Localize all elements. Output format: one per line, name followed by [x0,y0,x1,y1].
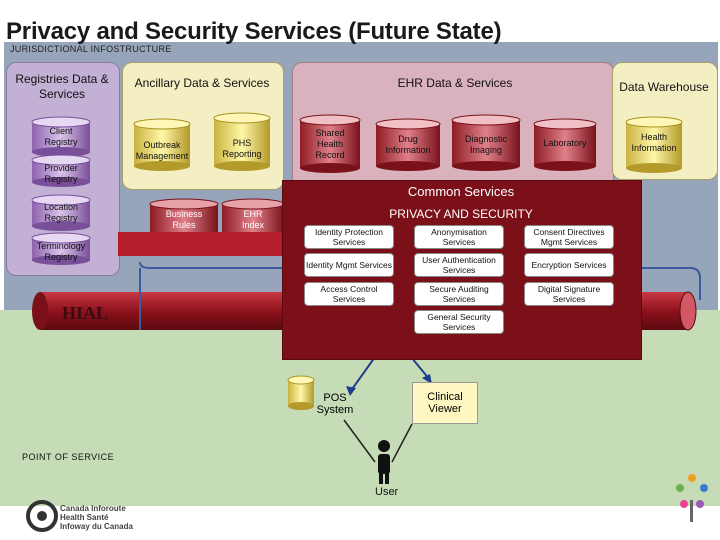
phs-reporting-cylinder [213,112,271,171]
phs-reporting-label: PHS Reporting [222,138,262,159]
page-title: Privacy and Security Services (Future St… [6,18,502,45]
provider-registry-cylinder [31,154,91,187]
pos-system-label: POS System [316,392,354,416]
data-warehouse-header: Data Warehouse [619,80,709,94]
hial-label: HIAL [62,303,109,323]
location-registry-label: Location Registry [43,202,79,223]
infostructure-label: JURISDICTIONAL INFOSTRUCTURE [10,44,172,54]
drug-information-label: Drug Information [385,134,431,155]
business-rules-label: Business Rules [165,209,203,230]
outbreak-management-label: Outbreak Management [135,140,189,161]
logo-line-1: Canada Inforoute [60,504,126,513]
footer [0,506,720,540]
identity-mgmt-services: Identity Mgmt Services [304,253,394,277]
consent-directives-services: Consent Directives Mgmt Services [524,225,614,249]
health-information-cylinder [625,116,683,173]
privacy-security-title: PRIVACY AND SECURITY [389,207,533,221]
ehr-header: EHR Data & Services [397,76,513,90]
location-registry-cylinder [31,194,91,231]
access-control-services: Access Control Services [304,282,394,306]
secure-auditing-services: Secure Auditing Services [414,282,504,306]
identity-protection-services: Identity Protection Services [304,225,394,249]
encryption-services: Encryption Services [524,253,614,277]
outbreak-management-cylinder [133,118,191,171]
maple-leaf-icon [676,474,708,522]
common-services-title: Common Services [407,184,515,199]
user-figure [378,440,390,484]
general-security-services: General Security Services [414,310,504,334]
ehr-index-label: EHR Index [241,209,265,230]
logo-line-3: Infoway du Canada [60,522,133,531]
pos-system-cylinder [287,375,315,410]
terminology-registry-label: Terminology Registry [36,241,86,262]
point-of-service-label: POINT OF SERVICE [22,452,115,462]
terminology-registry-cylinder [31,232,91,265]
ehr-index-cylinder [221,198,285,234]
client-registry-cylinder [31,116,91,157]
registries-header: Registries Data & Services [15,72,109,101]
laboratory-cylinder [533,118,597,171]
shared-health-record-label: Shared Health Record [315,128,345,160]
user-label: User [375,486,399,498]
logo-line-2: Health Santé [60,513,109,522]
ancillary-header: Ancillary Data & Services [134,76,270,90]
drug-information-cylinder [375,118,441,171]
infoway-logo-icon [26,500,58,532]
shared-health-record-cylinder [299,114,361,173]
laboratory-label: Laboratory [543,138,587,148]
diagnostic-imaging-label: Diagnostic Imaging [464,134,508,155]
provider-registry-label: Provider Registry [44,163,78,184]
business-rules-cylinder [149,198,219,234]
infoway-logo-text: Canada Inforoute Health Santé Infoway du… [60,504,133,531]
clinical-viewer-box: Clinical Viewer [412,382,478,424]
health-information-label: Health Information [631,132,677,153]
user-authentication-services: User Authentication Services [414,253,504,277]
anonymisation-services: Anonymisation Services [414,225,504,249]
digital-signature-services: Digital Signature Services [524,282,614,306]
diagnostic-imaging-cylinder [451,114,521,171]
client-registry-label: Client Registry [44,126,78,147]
